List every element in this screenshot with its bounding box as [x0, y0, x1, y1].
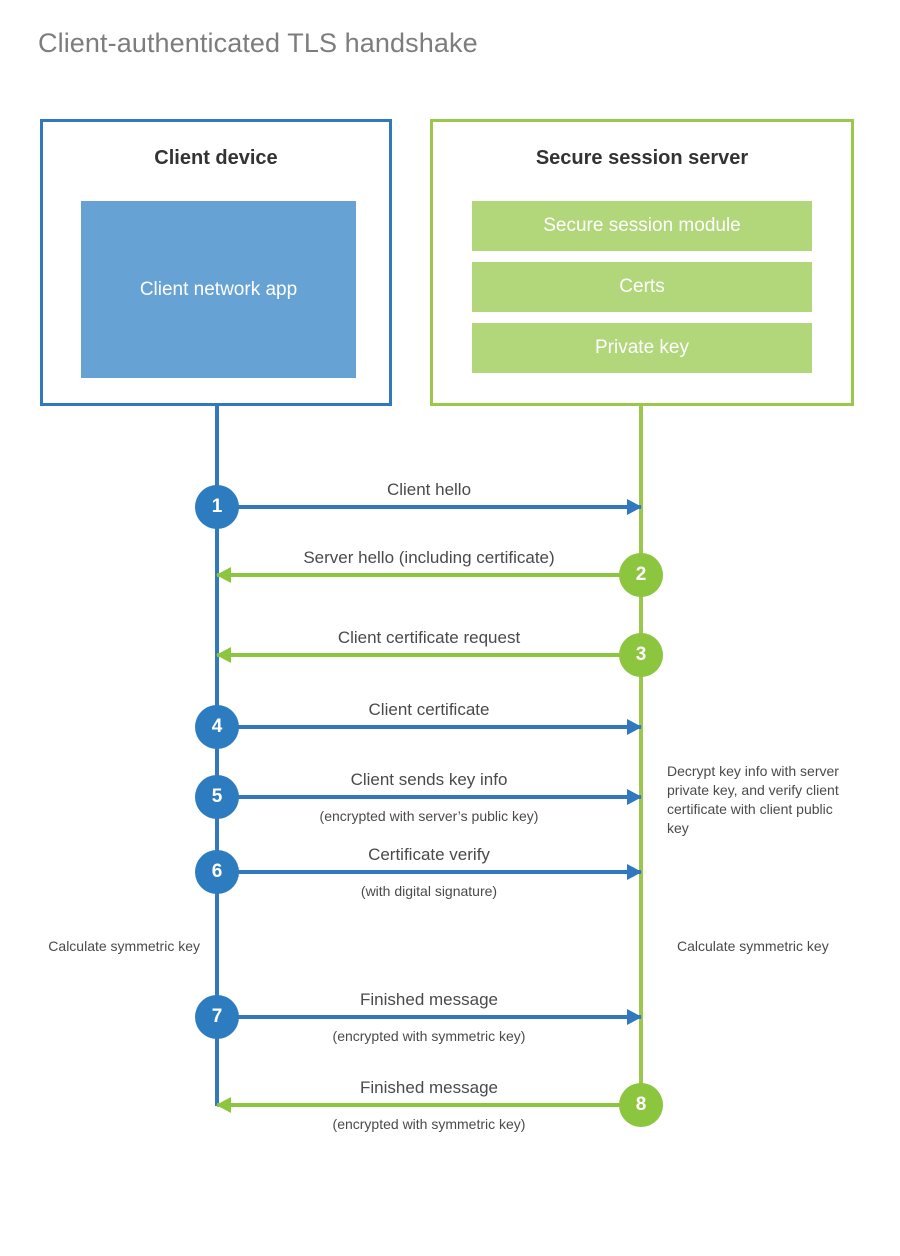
message-sublabel-8: (encrypted with symmetric key): [332, 1116, 526, 1132]
message-label-8: Finished message: [360, 1078, 498, 1097]
step-marker-6[interactable]: 6: [195, 850, 239, 894]
message-shaft-6: [217, 870, 641, 874]
message-row-3: Client certificate request: [216, 628, 641, 663]
server-component-secure-session-module: Secure session module: [472, 201, 812, 251]
annotation-server-calculate-symmetric-key: Calculate symmetric key: [677, 938, 829, 954]
message-shaft-8: [217, 1103, 641, 1107]
message-label-5: Client sends key info: [350, 770, 508, 789]
step-number-1: 1: [211, 496, 223, 517]
page-title: Client-authenticated TLS handshake: [38, 28, 478, 58]
step-marker-8[interactable]: 8: [619, 1083, 663, 1127]
step-marker-5[interactable]: 5: [195, 775, 239, 819]
message-shaft-2: [217, 573, 641, 577]
message-shaft-3: [217, 653, 641, 657]
annotation-server-decrypt: Decrypt key info with server private key…: [667, 763, 839, 836]
arrowhead-6: [627, 864, 642, 880]
server-component-list: Secure session module Certs Private key: [472, 201, 812, 384]
client-device-title: Client device: [154, 147, 278, 169]
message-row-5: Client sends key info (encrypted with se…: [217, 770, 642, 824]
client-device-box: Client device Client network app: [40, 119, 392, 406]
step-number-2: 2: [635, 564, 647, 585]
step-number-8: 8: [635, 1094, 647, 1115]
arrowhead-1: [627, 499, 642, 515]
message-shaft-7: [217, 1015, 641, 1019]
message-row-8: Finished message (encrypted with symmetr…: [216, 1078, 641, 1132]
client-lifeline: [215, 406, 219, 1106]
secure-session-server-box: Secure session server Secure session mod…: [430, 119, 854, 406]
server-lifeline: [639, 406, 643, 1105]
message-row-4: Client certificate: [217, 700, 642, 735]
message-row-7: Finished message (encrypted with symmetr…: [217, 990, 642, 1044]
arrowhead-4: [627, 719, 642, 735]
client-network-app-block: Client network app: [81, 201, 356, 378]
message-label-1: Client hello: [386, 480, 472, 499]
arrowhead-7: [627, 1009, 642, 1025]
message-row-2: Server hello (including certificate): [216, 548, 641, 583]
message-shaft-1: [217, 505, 641, 509]
step-number-7: 7: [211, 1006, 223, 1027]
step-marker-2[interactable]: 2: [619, 553, 663, 597]
step-marker-3[interactable]: 3: [619, 633, 663, 677]
step-number-4: 4: [211, 716, 223, 737]
step-marker-7[interactable]: 7: [195, 995, 239, 1039]
arrowhead-3: [216, 647, 231, 663]
step-number-5: 5: [211, 786, 223, 807]
message-sublabel-7: (encrypted with symmetric key): [332, 1028, 526, 1044]
arrowhead-8: [216, 1097, 231, 1113]
message-shaft-5: [217, 795, 641, 799]
message-label-6: Certificate verify: [368, 845, 490, 864]
step-number-3: 3: [635, 644, 647, 665]
message-label-4: Client certificate: [368, 700, 490, 719]
message-label-7: Finished message: [360, 990, 498, 1009]
message-shaft-4: [217, 725, 641, 729]
message-row-1: Client hello: [217, 480, 642, 515]
server-component-certs: Certs: [472, 262, 812, 312]
arrowhead-5: [627, 789, 642, 805]
message-sublabel-5: (encrypted with server’s public key): [319, 808, 539, 824]
message-row-6: Certificate verify (with digital signatu…: [217, 845, 642, 899]
step-marker-1[interactable]: 1: [195, 485, 239, 529]
message-label-3: Client certificate request: [337, 628, 521, 647]
message-sublabel-6: (with digital signature): [360, 883, 498, 899]
arrowhead-2: [216, 567, 231, 583]
secure-session-server-title: Secure session server: [535, 147, 749, 169]
message-label-2: Server hello (including certificate): [303, 548, 555, 567]
step-marker-4[interactable]: 4: [195, 705, 239, 749]
annotation-client-calculate-symmetric-key: Calculate symmetric key: [48, 938, 200, 954]
step-number-6: 6: [211, 861, 223, 882]
server-component-private-key: Private key: [472, 323, 812, 373]
